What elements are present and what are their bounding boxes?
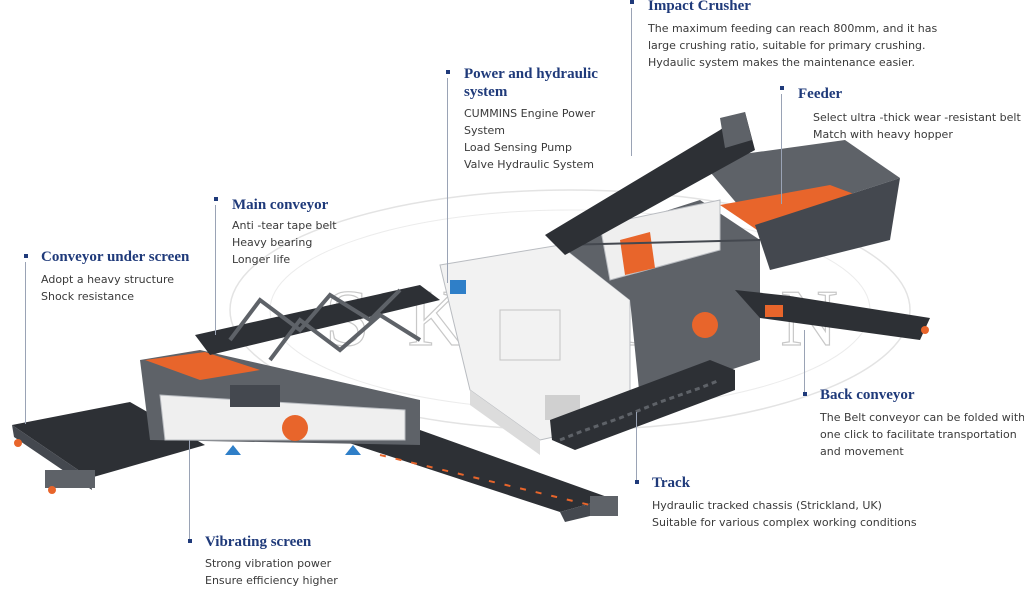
top-conveyor-shape xyxy=(545,112,755,255)
back-conveyor-title: Back conveyor xyxy=(820,387,915,403)
back-conveyor-leader xyxy=(804,330,805,392)
back-conveyor-line: The Belt conveyor can be folded with xyxy=(820,411,1024,424)
conveyor-under-screen-bullet xyxy=(24,254,28,258)
feeder-bullet xyxy=(780,86,784,90)
track-title: Track xyxy=(652,475,691,491)
back-conveyor-shape xyxy=(735,290,930,340)
impact-crusher-bullet xyxy=(630,0,634,4)
back-conveyor-bullet xyxy=(803,392,807,396)
track-shape xyxy=(550,360,735,450)
track-callout: Track Hydraulic tracked chassis (Strickl… xyxy=(652,474,917,531)
power-hydraulic-bullet xyxy=(446,70,450,74)
main-conveyor-bullet xyxy=(214,197,218,201)
impact-crusher-line: Hydaulic system makes the maintenance ea… xyxy=(648,56,916,69)
back-conveyor-callout: Back conveyor The Belt conveyor can be f… xyxy=(820,386,1024,460)
vibrating-screen-bullet xyxy=(188,539,192,543)
track-bullet xyxy=(635,480,639,484)
power-hydraulic-callout: Power and hydraulic system CUMMINS Engin… xyxy=(464,65,598,173)
power-hydraulic-line: Valve Hydraulic System xyxy=(464,158,594,171)
vibrating-screen-callout: Vibrating screen Strong vibration power … xyxy=(205,533,338,589)
conveyor-under-screen-line: Shock resistance xyxy=(41,290,135,303)
impact-crusher-callout: Impact Crusher The maximum feeding can r… xyxy=(648,0,937,71)
power-hydraulic-line: System xyxy=(464,124,506,137)
power-unit-shape xyxy=(439,244,631,455)
main-conveyor-shape xyxy=(195,285,440,362)
track-line: Hydraulic tracked chassis (Strickland, U… xyxy=(652,499,882,512)
main-conveyor-leader xyxy=(215,205,216,335)
conveyor-under-screen-line: Adopt a heavy structure xyxy=(41,273,174,286)
back-conveyor-line: and movement xyxy=(820,445,904,458)
track-line: Suitable for various complex working con… xyxy=(652,516,917,529)
vibrating-screen-shape xyxy=(140,350,420,455)
side-conveyor-shape xyxy=(340,430,618,522)
feeder-leader xyxy=(781,94,782,204)
power-hydraulic-line: Load Sensing Pump xyxy=(464,141,572,154)
power-hydraulic-line: CUMMINS Engine Power xyxy=(464,107,596,120)
vibrating-screen-leader xyxy=(189,440,190,539)
power-hydraulic-title: Power and hydraulic system xyxy=(464,66,598,100)
impact-crusher-leader xyxy=(631,8,632,156)
vibrating-screen-line: Ensure efficiency higher xyxy=(205,574,338,587)
track-leader xyxy=(636,412,637,480)
conveyor-under-screen-callout: Conveyor under screen Adopt a heavy stru… xyxy=(41,248,189,305)
impact-crusher-line: large crushing ratio, suitable for prima… xyxy=(648,39,926,52)
main-conveyor-title: Main conveyor xyxy=(232,197,329,213)
power-hydraulic-leader xyxy=(447,78,448,283)
vibrating-screen-title: Vibrating screen xyxy=(205,534,312,550)
feeder-title: Feeder xyxy=(798,86,843,102)
back-conveyor-line: one click to facilitate transportation xyxy=(820,428,1017,441)
feeder-line: Select ultra -thick wear -resistant belt xyxy=(813,111,1021,124)
feeder-description: Select ultra -thick wear -resistant belt… xyxy=(813,109,1021,143)
conveyor-under-screen-leader xyxy=(25,262,26,424)
vibrating-screen-line: Strong vibration power xyxy=(205,557,332,570)
impact-crusher-line: The maximum feeding can reach 800mm, and… xyxy=(648,22,938,35)
main-conveyor-line: Longer life xyxy=(232,253,291,266)
feeder-callout: Feeder xyxy=(798,85,842,103)
main-conveyor-callout: Main conveyor Anti -tear tape belt Heavy… xyxy=(232,196,337,268)
main-conveyor-line: Anti -tear tape belt xyxy=(232,219,337,232)
crusher-chassis-shape xyxy=(559,199,761,400)
feeder-line: Match with heavy hopper xyxy=(813,128,953,141)
feeder-shape xyxy=(700,140,900,270)
impact-crusher-title: Impact Crusher xyxy=(648,0,751,14)
main-conveyor-line: Heavy bearing xyxy=(232,236,313,249)
conveyor-under-screen-title: Conveyor under screen xyxy=(41,249,190,265)
